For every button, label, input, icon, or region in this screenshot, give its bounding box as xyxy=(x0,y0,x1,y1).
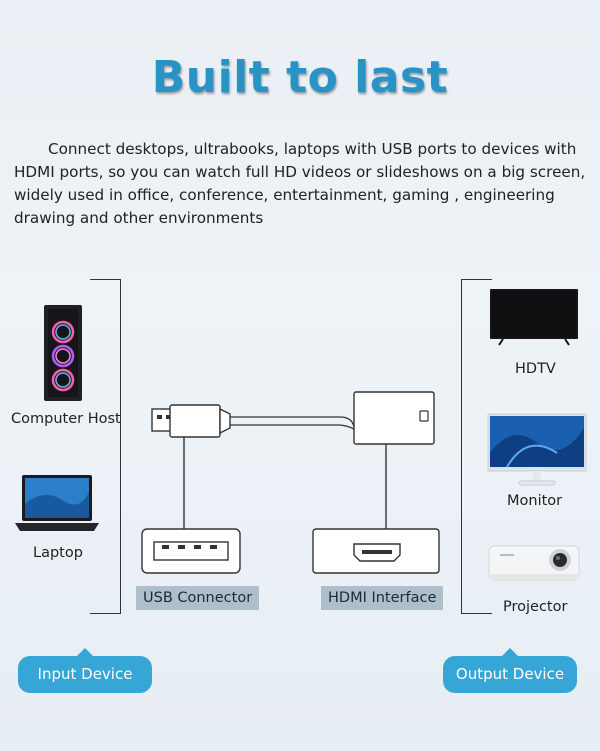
input-bracket xyxy=(90,279,121,614)
page-title: Built to last xyxy=(151,52,449,103)
projector-icon xyxy=(488,545,580,581)
monitor-label: Monitor xyxy=(507,493,563,509)
input-device-button[interactable]: Input Device xyxy=(18,648,152,693)
hdtv-icon xyxy=(490,289,578,346)
laptop-label: Laptop xyxy=(33,545,83,561)
projector-label: Projector xyxy=(503,599,568,615)
hdmi-interface-tag: HDMI Interface xyxy=(321,586,444,610)
usb-hdmi-adapter-diagram xyxy=(141,391,440,574)
computer-tower-icon xyxy=(44,305,82,401)
laptop-icon xyxy=(15,475,99,531)
usb-connector-tag: USB Connector xyxy=(136,586,260,610)
hdtv-label: HDTV xyxy=(515,361,556,377)
output-device-button[interactable]: Output Device xyxy=(443,648,577,693)
output-bracket xyxy=(461,279,492,614)
description-text: Connect desktops, ultrabooks, laptops wi… xyxy=(14,140,586,227)
computer-host-label: Computer Host xyxy=(11,411,121,427)
monitor-icon xyxy=(487,413,587,486)
